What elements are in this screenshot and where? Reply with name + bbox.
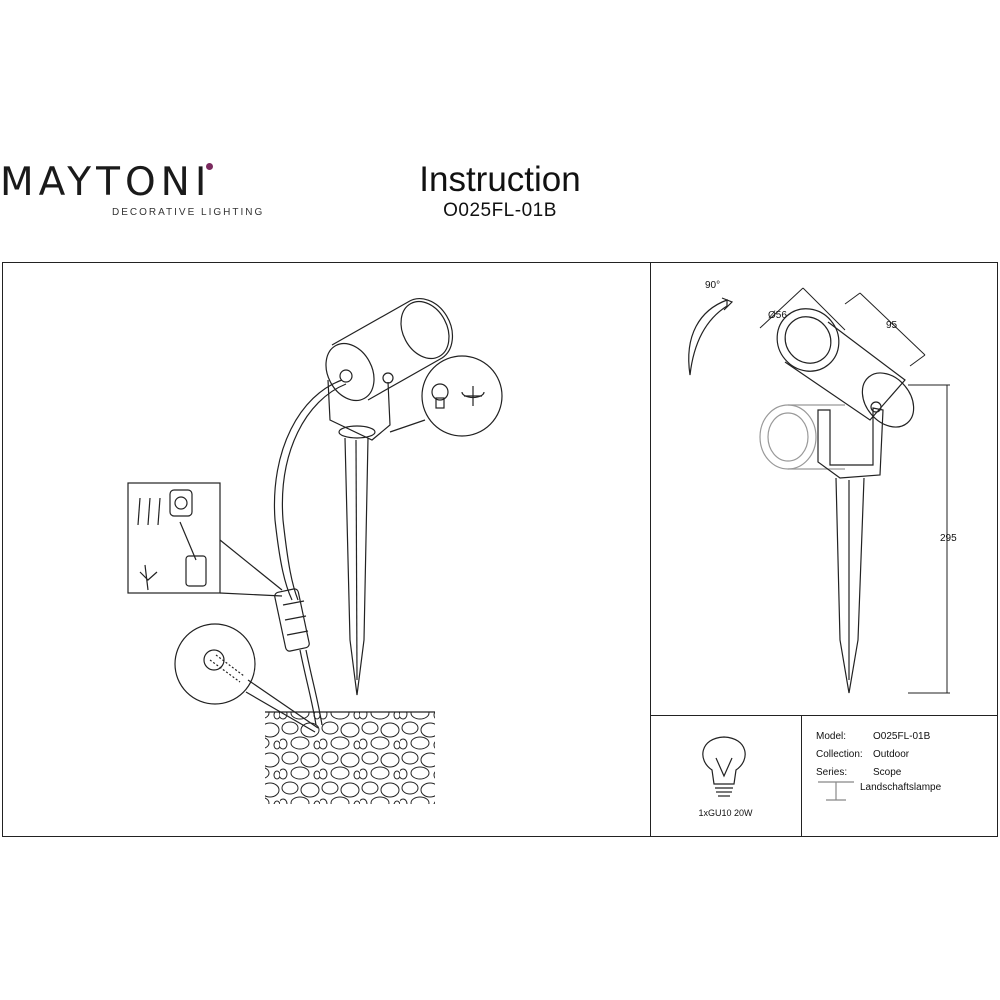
page-title: Instruction [419,160,581,199]
rotation-arrow [688,299,728,376]
bulb-label: 1xGU10 20W [698,808,753,818]
model-label: Model: [816,731,847,742]
spec-divider [801,715,802,837]
landscape-lamp-icon [818,781,854,801]
height-label: 295 [940,533,957,544]
ground-stones [265,712,435,804]
lamp-head-rotated [759,404,845,470]
cable-connector [274,588,310,652]
frame-divider-horizontal [650,715,998,716]
type-value: Landschaftslampe [860,782,942,793]
model-value: O025FL-01B [873,731,931,742]
knob-callout [421,355,503,437]
brand-tagline: DECORATIVE LIGHTING [112,207,265,218]
brand-accent-dot [206,163,213,170]
frame-divider-vertical [650,262,651,837]
brand-logo: MAYTONI DECORATIVE LIGHTING [0,160,265,218]
bracket [327,379,391,441]
rotation-label: 90° [705,280,721,291]
lamp-head [325,298,454,402]
diameter-label: Ø56 [768,310,787,321]
installation-drawing [127,298,503,804]
dimension-drawing [688,287,950,801]
bulb-icon [702,736,746,797]
collection-value: Outdoor [873,749,910,760]
collection-label: Collection: [816,749,863,760]
lamp-head-upper [776,308,915,428]
seal-callout [174,623,256,705]
series-value: Scope [873,767,902,778]
wiring-callout [127,482,221,594]
drawing-frame [2,262,998,837]
series-label: Series: [816,767,848,778]
ground-spike [344,437,369,696]
brand-name: MAYTONI [0,160,212,205]
cable [273,379,343,601]
model-code: O025FL-01B [443,200,557,221]
length-label: 95 [886,320,898,331]
